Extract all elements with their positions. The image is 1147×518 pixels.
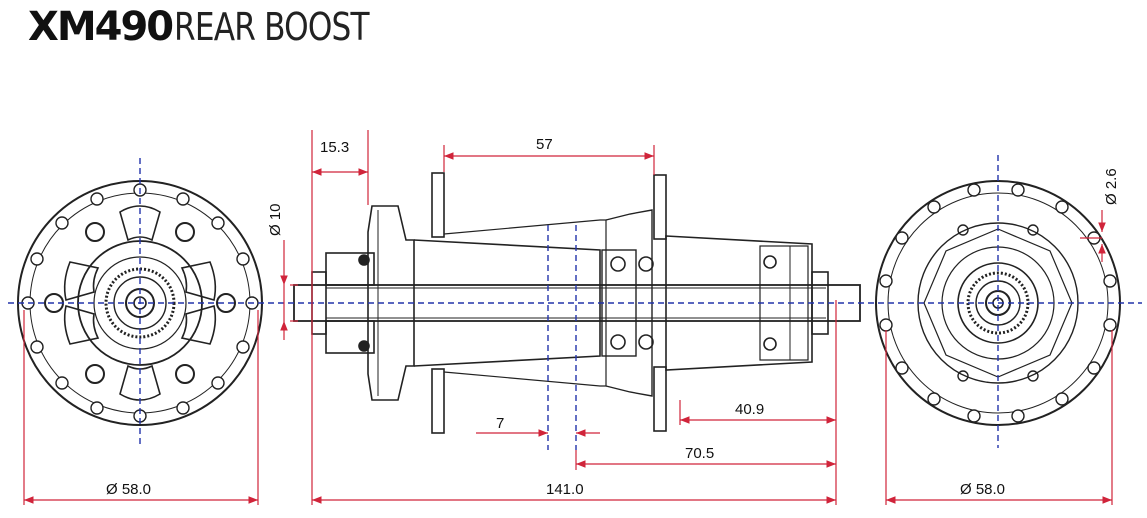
model-subtitle: REAR BOOST <box>174 5 370 49</box>
dim-drive-flange-to-end: 40.9 <box>735 401 764 418</box>
dim-spoke-hole: Ø 2.6 <box>1103 168 1120 205</box>
product-title: XM490 REAR BOOST <box>28 4 412 52</box>
centerlines <box>8 155 1142 450</box>
dimension-labels: 15.3 57 Ø 10 Ø 2.6 7 40.9 70.5 141.0 Ø 5… <box>106 136 1120 498</box>
dim-flange-offset: 15.3 <box>320 139 349 156</box>
dimension-lines <box>23 130 1113 505</box>
dim-left-flange-diameter: Ø 58.0 <box>106 481 151 498</box>
dim-center-to-end: 70.5 <box>685 445 714 462</box>
model-name: XM490 <box>28 4 174 50</box>
dim-axle-bore: Ø 10 <box>267 203 284 236</box>
dim-flange-spacing: 57 <box>536 136 553 153</box>
dim-right-flange-diameter: Ø 58.0 <box>960 481 1005 498</box>
dim-center-offset: 7 <box>496 415 504 432</box>
dim-overall-width: 141.0 <box>546 481 584 498</box>
left-cutouts <box>63 205 217 401</box>
